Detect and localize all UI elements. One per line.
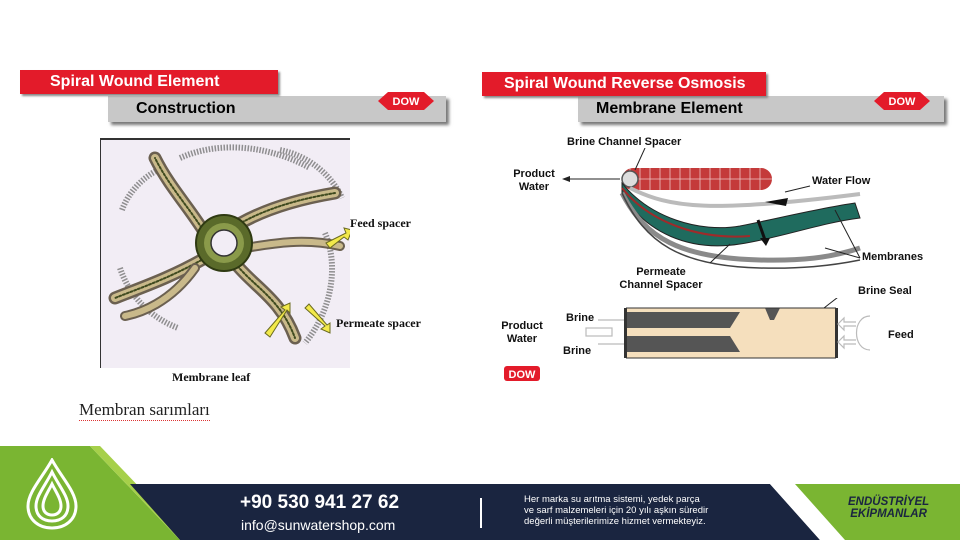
product-water-line-2: Water	[518, 181, 550, 193]
brine-bottom-label: Brine	[563, 345, 592, 357]
left-title-red: Spiral Wound Element	[20, 70, 278, 94]
product-water-bottom-label: Product Water	[496, 320, 548, 346]
spiral-construction-illustration	[100, 138, 350, 368]
footer-phone[interactable]: +90 530 941 27 62	[240, 492, 400, 513]
product-water-line-1: Product	[513, 168, 555, 180]
brine-seal-label: Brine Seal	[858, 285, 912, 297]
footer-brand-line-1: ENDÜSTRİYEL	[848, 496, 930, 508]
permeate-channel-spacer-label: Permeate Channel Spacer	[606, 266, 716, 292]
dow-logo-text: DOW	[393, 96, 421, 108]
brine-channel-spacer-label: Brine Channel Spacer	[567, 136, 682, 148]
feed-spacer-label: Feed spacer	[350, 216, 411, 230]
membranes-label: Membranes	[862, 251, 924, 263]
dow-logo: DOW	[378, 92, 434, 110]
footer-brand-line-2: EKİPMANLAR	[850, 508, 927, 520]
footer-email[interactable]: info@sunwatershop.com	[241, 517, 396, 533]
water-flow-label: Water Flow	[812, 175, 871, 187]
permeate-channel-line-2: Channel Spacer	[619, 279, 703, 291]
permeate-spacer-label: Permeate spacer	[336, 316, 421, 330]
footer-tagline-line-2: ve sarf malzemeleri için 20 yılı aşkın s…	[524, 505, 709, 516]
product-water-bottom-line-2: Water	[506, 333, 538, 345]
product-water-label: Product Water	[506, 168, 562, 194]
dow-logo-right: DOW	[874, 92, 930, 110]
footer-tagline-line-3: değerli müşterilerimize hizmet vermektey…	[524, 516, 706, 527]
feed-label: Feed	[888, 329, 914, 341]
right-title-red: Spiral Wound Reverse Osmosis	[482, 72, 766, 96]
dow-logo-right-text: DOW	[889, 96, 917, 108]
dow-logo-bottom-text: DOW	[509, 369, 537, 381]
membrane-leaf-label: Membrane leaf	[172, 370, 251, 384]
dow-logo-bottom: DOW	[504, 366, 540, 381]
permeate-channel-line-1: Permeate	[636, 266, 686, 278]
cross-section-diagram	[585, 298, 871, 359]
product-water-bottom-line-1: Product	[501, 320, 543, 332]
brine-top-label: Brine	[566, 312, 595, 324]
membrane-element-diagram	[562, 148, 861, 269]
footer-divider	[480, 498, 482, 528]
footer-tagline-line-1: Her marka su arıtma sistemi, yedek parça	[524, 494, 700, 505]
footer-brand: ENDÜSTRİYEL EKİPMANLAR	[848, 496, 929, 520]
water-drop-logo-icon	[26, 458, 78, 530]
footer-tagline: Her marka su arıtma sistemi, yedek parça…	[524, 494, 708, 527]
caption-membran-sarimlari: Membran sarımları	[79, 400, 210, 421]
